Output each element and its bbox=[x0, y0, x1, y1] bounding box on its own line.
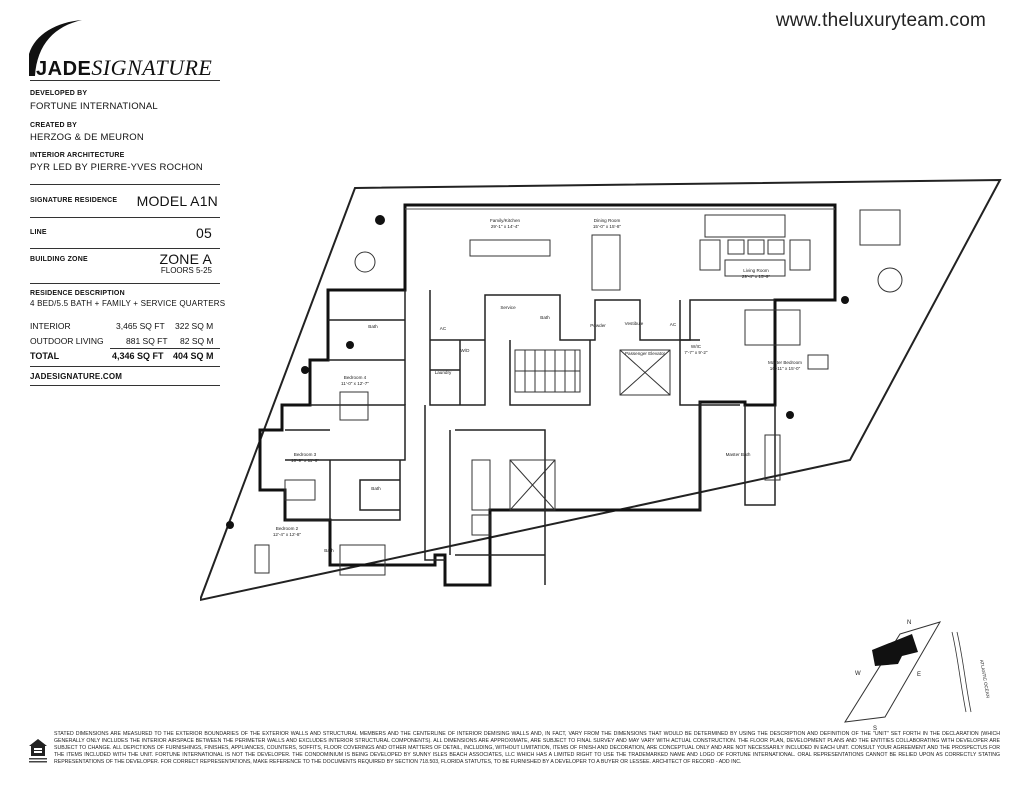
room-elevator: Passenger Elevator bbox=[625, 351, 666, 356]
developer-value: FORTUNE INTERNATIONAL bbox=[30, 101, 158, 112]
compass-site-key: N W E S ATLANTIC OCEAN bbox=[844, 620, 990, 732]
room-powder: Powder bbox=[590, 323, 606, 328]
room-bath-4: Bath bbox=[324, 548, 334, 553]
room-ac-1: AC bbox=[440, 326, 447, 331]
zone-floors: FLOORS 5-25 bbox=[160, 266, 212, 275]
area-row-total: TOTAL 4,346 SQ FT 404 SQ M bbox=[30, 351, 214, 361]
area-row-outdoor: OUTDOOR LIVING 881 SQ FT 82 SQ M bbox=[30, 336, 214, 346]
room-living-dim: 29'-4" x 15'-9" bbox=[742, 274, 771, 279]
compass-e: E bbox=[917, 672, 921, 678]
equal-housing-icon bbox=[29, 739, 47, 763]
room-bath-3: Bath bbox=[371, 486, 381, 491]
creator-value: HERZOG & DE MEURON bbox=[30, 132, 144, 143]
room-wd: W/D bbox=[461, 348, 471, 353]
legal-disclaimer: STATED DIMENSIONS ARE MEASURED TO THE EX… bbox=[54, 731, 1000, 765]
compass-s: S bbox=[873, 726, 877, 732]
divider bbox=[30, 385, 220, 386]
room-bath-2: Bath bbox=[540, 315, 550, 320]
jade-logo-mark bbox=[29, 20, 82, 76]
divider bbox=[30, 184, 220, 185]
interior-shell bbox=[258, 203, 837, 587]
room-wic-dim: 7'-7" x 9'-2" bbox=[684, 350, 708, 355]
room-dining-dim: 15'-0" x 15'-8" bbox=[593, 224, 622, 229]
interior-architecture-value: PYR LED BY PIERRE-YVES ROCHON bbox=[30, 162, 203, 173]
divider bbox=[30, 366, 220, 367]
room-bedroom2: Bedroom 2 bbox=[276, 526, 299, 531]
room-service: Service bbox=[500, 305, 516, 310]
floor-plan: Family/Kitchen 29'-1" x 14'-4" Dining Ro… bbox=[200, 178, 1002, 602]
line-label: LINE bbox=[30, 229, 47, 236]
area-row-interior: INTERIOR 3,465 SQ FT 322 SQ M bbox=[30, 321, 214, 331]
room-master-bedroom-dim: 16'-11" x 15'-0" bbox=[770, 366, 801, 371]
room-bedroom4-dim: 11'-0" x 12'-7" bbox=[341, 381, 369, 386]
zone-label: BUILDING ZONE bbox=[30, 256, 88, 263]
divider bbox=[30, 80, 220, 81]
compass-n: N bbox=[907, 620, 911, 626]
zone-value: ZONE A bbox=[159, 251, 212, 267]
description-label: RESIDENCE DESCRIPTION bbox=[30, 290, 125, 297]
total-rule bbox=[110, 348, 220, 349]
room-family-kitchen-dim: 29'-1" x 14'-4" bbox=[491, 224, 520, 229]
room-bath-1: Bath bbox=[368, 324, 378, 329]
room-dining: Dining Room bbox=[594, 218, 621, 223]
developer-label: DEVELOPED BY bbox=[30, 90, 88, 97]
room-bedroom3-dim: 10'-9" x 11'-6" bbox=[291, 458, 319, 463]
interior-architecture-label: INTERIOR ARCHITECTURE bbox=[30, 152, 125, 159]
room-bedroom2-dim: 12'-4" x 12'-8" bbox=[273, 532, 302, 537]
residence-value: MODEL A1N bbox=[136, 193, 218, 209]
divider bbox=[30, 283, 220, 284]
room-bedroom3: Bedroom 3 bbox=[294, 452, 317, 457]
site-url[interactable]: JADESIGNATURE.COM bbox=[30, 372, 123, 381]
website-url[interactable]: www.theluxuryteam.com bbox=[775, 10, 986, 31]
room-family-kitchen: Family/Kitchen bbox=[490, 218, 521, 223]
room-living: Living Room bbox=[743, 268, 769, 273]
description-value: 4 BED/5.5 BATH + FAMILY + SERVICE QUARTE… bbox=[30, 299, 226, 308]
divider bbox=[30, 248, 220, 249]
creator-label: CREATED BY bbox=[30, 122, 77, 129]
room-bedroom4: Bedroom 4 bbox=[344, 375, 367, 380]
jade-logo: JADESIGNATURE bbox=[36, 55, 213, 80]
room-master-bedroom: Master Bedroom bbox=[768, 360, 802, 365]
compass-w: W bbox=[855, 671, 861, 677]
room-master-bath: Master Bath bbox=[726, 452, 751, 457]
divider bbox=[30, 217, 220, 218]
room-wic: W/IC bbox=[691, 344, 702, 349]
room-ac-2: AC bbox=[670, 322, 677, 327]
room-vestibule: Vestibule bbox=[625, 321, 644, 326]
room-laundry: Laundry bbox=[435, 370, 452, 375]
line-value: 05 bbox=[196, 225, 212, 241]
residence-label: SIGNATURE RESIDENCE bbox=[30, 197, 118, 204]
ocean-label: ATLANTIC OCEAN bbox=[979, 659, 990, 698]
terrace-outline bbox=[200, 178, 1002, 602]
